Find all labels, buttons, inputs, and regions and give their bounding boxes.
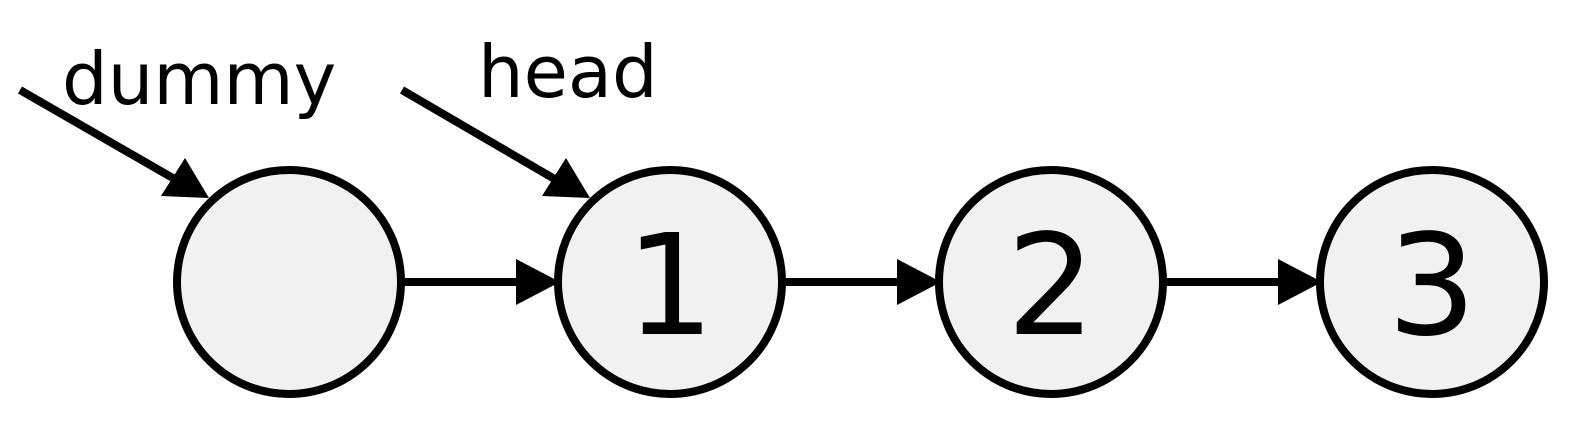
next-arrow-1-to-2 bbox=[782, 259, 941, 305]
next-arrow-2-to-3 bbox=[1163, 259, 1322, 305]
list-node-3: 3 bbox=[1316, 166, 1548, 398]
node-value: 3 bbox=[1387, 205, 1476, 368]
list-node-1: 1 bbox=[554, 166, 786, 398]
list-node-2: 2 bbox=[935, 166, 1167, 398]
dummy-pointer-arrow bbox=[18, 86, 209, 198]
next-arrow-dummy-to-1 bbox=[401, 259, 560, 305]
node-value: 2 bbox=[1006, 205, 1095, 368]
head-pointer-label: head bbox=[478, 30, 658, 114]
list-node-dummy bbox=[173, 166, 405, 398]
head-pointer-arrow bbox=[399, 86, 590, 198]
node-value: 1 bbox=[625, 205, 714, 368]
dummy-pointer-label: dummy bbox=[62, 37, 336, 121]
